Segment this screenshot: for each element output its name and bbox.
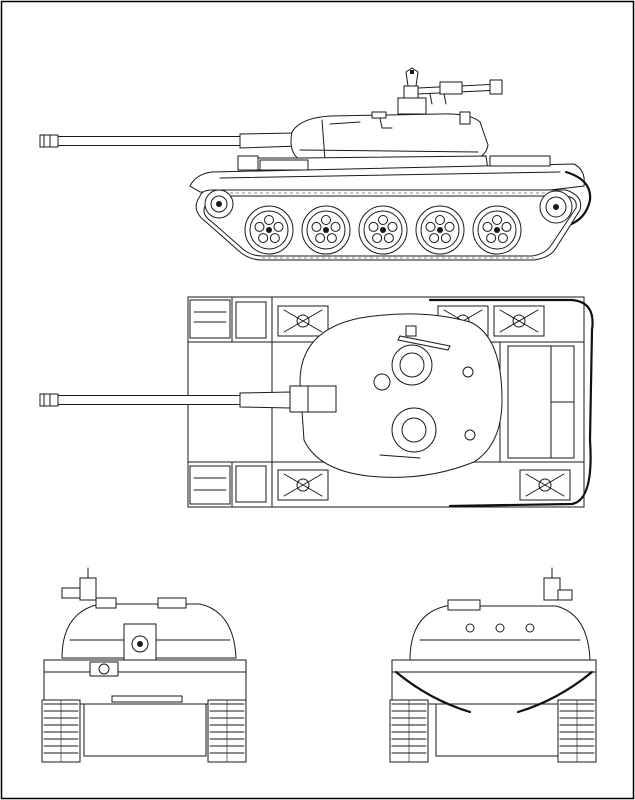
top-gun-barrel bbox=[39, 391, 291, 409]
track-block bbox=[207, 699, 247, 763]
side-aa-machine-gun bbox=[397, 67, 503, 115]
track-block bbox=[389, 699, 429, 763]
deck-hatch bbox=[519, 469, 571, 501]
deck-hatch bbox=[277, 469, 329, 501]
track-block bbox=[41, 699, 81, 763]
rear-view bbox=[389, 567, 597, 763]
side-view bbox=[39, 67, 592, 261]
top-turret bbox=[289, 313, 503, 478]
rear-aa-machine-gun bbox=[543, 567, 573, 601]
side-hull bbox=[189, 155, 592, 228]
track-block bbox=[557, 699, 597, 763]
road-wheel bbox=[244, 205, 294, 255]
road-wheel bbox=[472, 205, 522, 255]
deck-hatch bbox=[277, 305, 329, 337]
road-wheel bbox=[358, 205, 408, 255]
deck-hatch bbox=[493, 305, 545, 337]
top-view bbox=[39, 296, 594, 508]
front-hull bbox=[43, 659, 247, 757]
side-drive-sprocket bbox=[539, 190, 573, 224]
top-deck-hatches bbox=[277, 305, 571, 501]
side-idler-wheel bbox=[204, 189, 234, 219]
front-turret bbox=[61, 597, 237, 661]
rear-hull bbox=[391, 659, 597, 757]
front-tracks bbox=[41, 699, 247, 763]
side-gun-barrel bbox=[39, 132, 301, 149]
rear-tracks bbox=[389, 699, 597, 763]
rear-turret bbox=[409, 599, 591, 661]
road-wheel bbox=[415, 205, 465, 255]
side-turret bbox=[290, 111, 489, 161]
side-road-wheels bbox=[244, 205, 522, 255]
front-view bbox=[41, 567, 247, 763]
road-wheel bbox=[301, 205, 351, 255]
front-aa-machine-gun bbox=[61, 567, 97, 601]
